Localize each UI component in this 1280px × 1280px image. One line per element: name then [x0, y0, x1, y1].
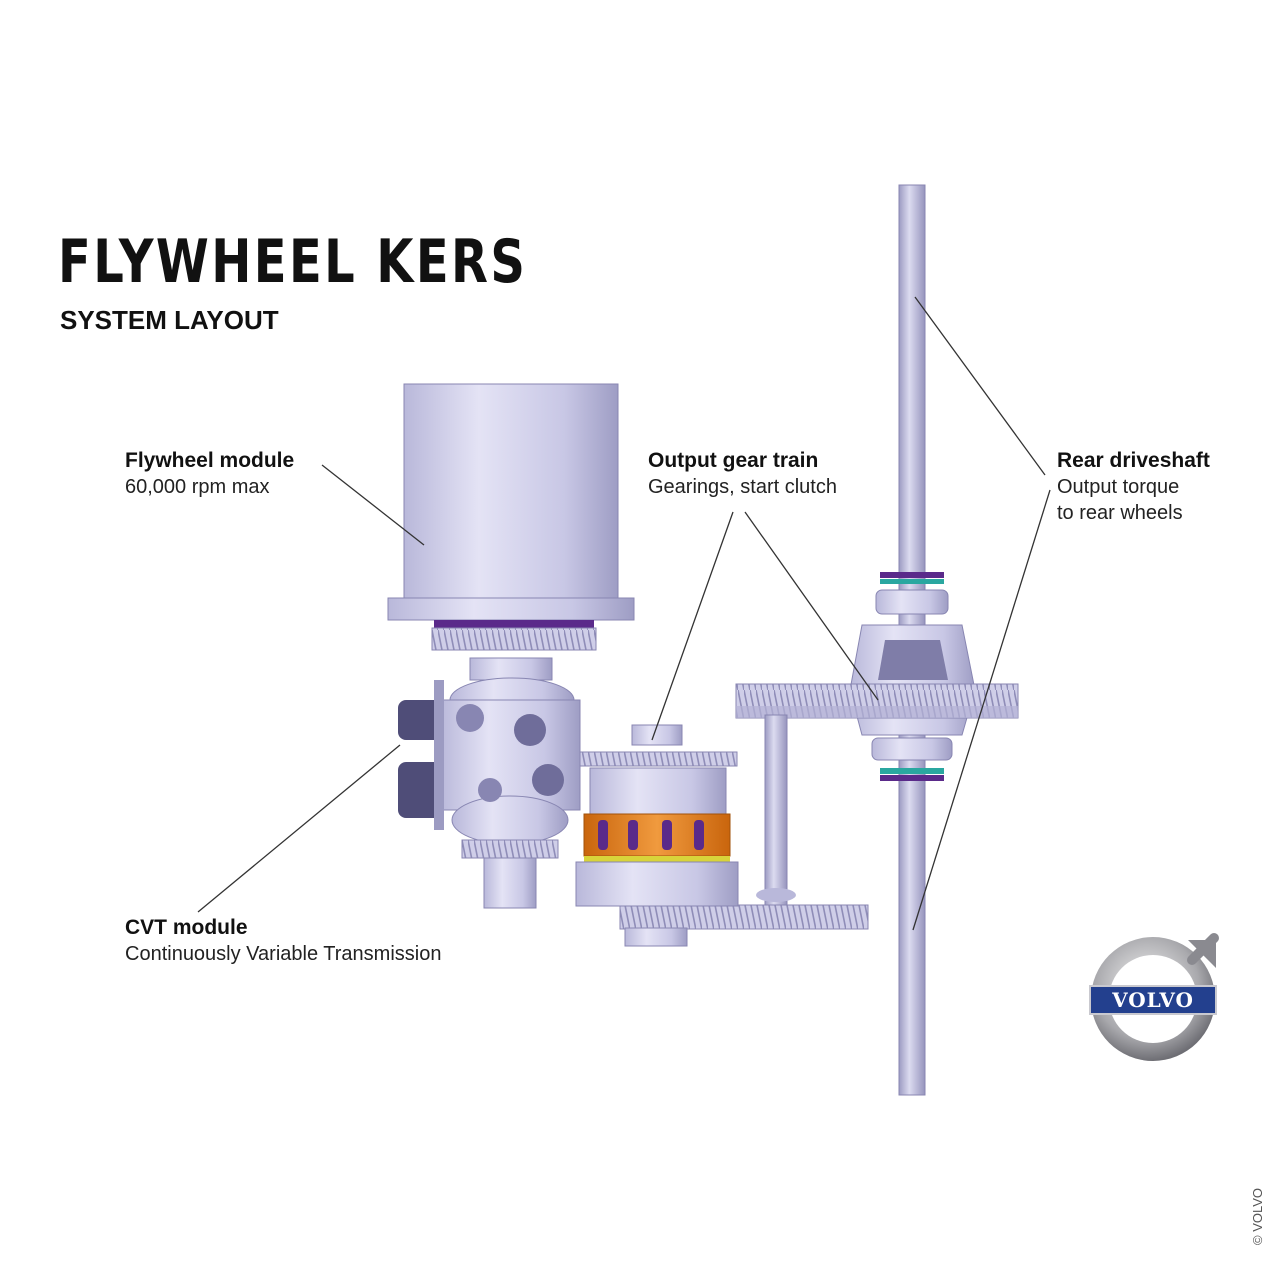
copyright-notice: © VOLVO [1250, 1187, 1265, 1245]
callout-output-gear-heading: Output gear train [648, 449, 819, 472]
callout-rear-shaft-heading: Rear driveshaft [1057, 449, 1210, 472]
volvo-logo [1089, 933, 1219, 1061]
leader-flywheel [321, 464, 425, 546]
leader-output-gear-1 [651, 511, 734, 741]
callout-output-gear-train: Output gear train Gearings, start clutch [648, 448, 837, 500]
callout-cvt-heading: CVT module [125, 916, 248, 939]
callout-output-gear-detail: Gearings, start clutch [648, 476, 837, 498]
output-gear-large [735, 683, 1019, 719]
callout-flywheel-heading: Flywheel module [125, 449, 295, 472]
callout-flywheel-module: Flywheel module 60,000 rpm max [125, 448, 294, 500]
callout-flywheel-detail: 60,000 rpm max [125, 476, 270, 498]
callout-rear-shaft-detail-2: to rear wheels [1057, 502, 1183, 524]
callout-rear-driveshaft: Rear driveshaft Output torque to rear wh… [1057, 448, 1210, 526]
leader-cvt [197, 744, 401, 913]
intermediate-shaft [756, 714, 796, 911]
page-subtitle: SYSTEM LAYOUT [60, 305, 279, 335]
callout-cvt-module: CVT module Continuously Variable Transmi… [125, 915, 441, 967]
callout-rear-shaft-detail-1: Output torque [1057, 476, 1180, 498]
leader-output-gear-2 [744, 511, 879, 701]
flywheel-module [387, 383, 635, 651]
leader-lines [197, 296, 1051, 931]
volvo-logo-wordmark: VOLVO [1112, 988, 1194, 1012]
leader-rear-shaft-2 [912, 489, 1051, 931]
cvt-module [398, 657, 581, 909]
page-title: FLYWHEEL KERS [58, 227, 528, 297]
lower-gear-train [619, 904, 869, 947]
callout-cvt-detail: Continuously Variable Transmission [125, 943, 442, 965]
leader-rear-shaft-1 [914, 296, 1046, 476]
